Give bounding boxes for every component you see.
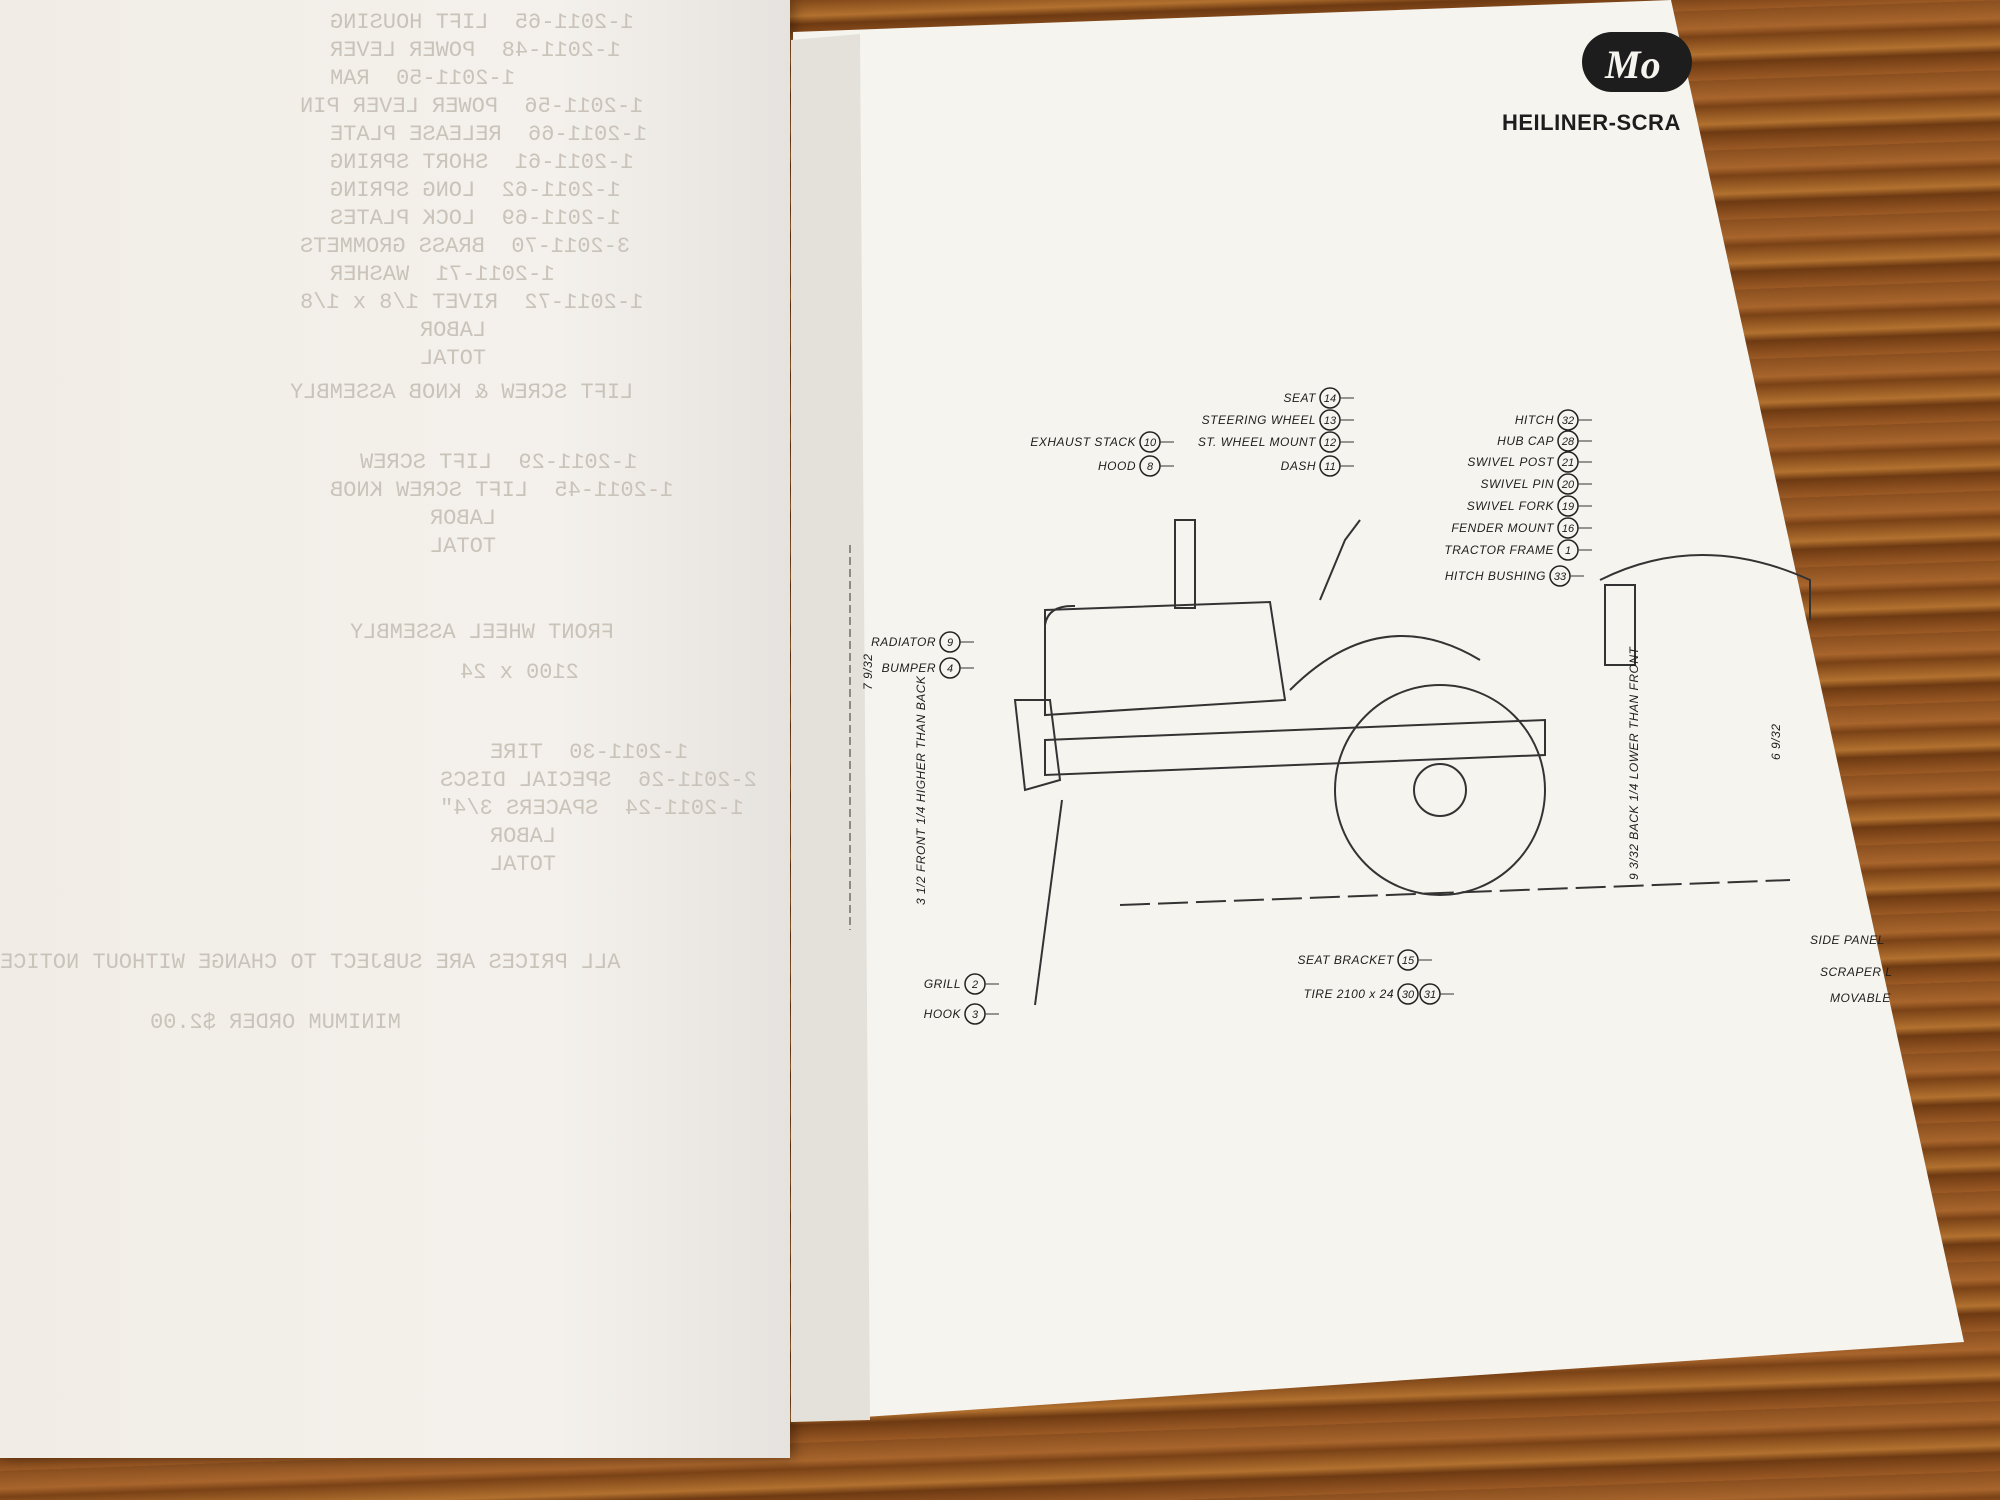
callout-number: 28 (1561, 436, 1575, 448)
callout: SWIVEL PIN 20 (1481, 473, 1592, 495)
svg-text:SIDE PANEL: SIDE PANEL (1810, 933, 1885, 947)
callout-label: RADIATOR (871, 635, 936, 649)
callout-number: 1 (1565, 545, 1571, 557)
callout-number: 15 (1402, 955, 1415, 967)
dimension-labels: 7 9/32 3 1/2 FRONT 1/4 HIGHER THAN BACK … (861, 645, 1783, 905)
callout-number: 31 (1424, 989, 1436, 1001)
callout-label: HOOK (924, 1007, 962, 1021)
callout-number: 30 (1402, 989, 1415, 1001)
callout-label: SWIVEL PIN (1481, 477, 1554, 491)
callout: TIRE 2100 x 24 30 31 (1304, 983, 1454, 1005)
right-page (791, 0, 1964, 1422)
dim-rear: 6 9/32 (1769, 724, 1783, 760)
callout-label: SWIVEL FORK (1467, 499, 1555, 513)
callout-number: 12 (1324, 437, 1336, 449)
callout-label: SEAT (1284, 391, 1318, 405)
callout-number: 3 (972, 1009, 979, 1021)
callout-number: 20 (1561, 479, 1575, 491)
callout-number: 32 (1562, 415, 1574, 427)
dim-front-note: 3 1/2 FRONT 1/4 HIGHER THAN BACK (914, 675, 928, 905)
callout-number: 4 (947, 663, 953, 675)
callout: HUB CAP 28 (1497, 430, 1592, 452)
callout-label: SWIVEL POST (1467, 455, 1555, 469)
callout: RADIATOR 9 (871, 631, 974, 653)
callout-number: 19 (1562, 501, 1574, 513)
callout: HOOK 3 (924, 1003, 999, 1025)
callout: SEAT BRACKET 15 (1298, 949, 1432, 971)
dim-back-note: 9 3/32 BACK 1/4 LOWER THAN FRONT (1627, 645, 1641, 880)
callout-label: ST. WHEEL MOUNT (1198, 435, 1317, 449)
callout: ST. WHEEL MOUNT 12 (1198, 431, 1354, 453)
page-title: HEILINER-SCRA (1502, 110, 1681, 135)
callout-number: 2 (971, 979, 978, 991)
callout: SWIVEL POST 21 (1467, 451, 1592, 473)
callout: DASH 11 (1281, 455, 1354, 477)
callout-label: FENDER MOUNT (1451, 521, 1555, 535)
callout: SEAT 14 (1284, 387, 1354, 409)
callout-number: 14 (1324, 393, 1336, 405)
callout-label: STEERING WHEEL (1202, 413, 1316, 427)
callout-number: 13 (1324, 415, 1337, 427)
callout-label: HOOD (1098, 459, 1136, 473)
callout: HOOD 8 (1098, 455, 1174, 477)
callout: HITCH 32 (1515, 409, 1592, 431)
callout: EXHAUST STACK 10 (1030, 431, 1174, 453)
callout-number: 21 (1561, 457, 1574, 469)
callout: HITCH BUSHING 33 (1445, 565, 1584, 587)
dim-front-height: 7 9/32 (861, 654, 875, 690)
callout-label: SEAT BRACKET (1298, 953, 1396, 967)
callout-label: HUB CAP (1497, 434, 1554, 448)
callout-number: 10 (1144, 437, 1157, 449)
callout-label: TIRE 2100 x 24 (1304, 987, 1394, 1001)
callout: GRILL 2 (924, 973, 999, 995)
callout-number: 9 (947, 637, 953, 649)
callout: FENDER MOUNT 16 (1451, 517, 1592, 539)
logo: Mo (1582, 32, 1692, 92)
svg-text:SCRAPER L: SCRAPER L (1820, 965, 1893, 979)
svg-text:Mo: Mo (1604, 42, 1661, 87)
callout-label: BUMPER (882, 661, 936, 675)
callout-number: 33 (1554, 571, 1567, 583)
callout: STEERING WHEEL 13 (1202, 409, 1354, 431)
callout-number: 11 (1324, 461, 1335, 473)
callout: SWIVEL FORK 19 (1467, 495, 1592, 517)
page-gutter-shadow (791, 34, 870, 1422)
svg-text:MOVABLE: MOVABLE (1830, 991, 1891, 1005)
callout-label: EXHAUST STACK (1030, 435, 1136, 449)
callout-label: TRACTOR FRAME (1444, 543, 1554, 557)
callout-label: HITCH BUSHING (1445, 569, 1546, 583)
right-edge-labels: SIDE PANEL SCRAPER L MOVABLE (1810, 933, 1893, 1005)
callout-label: HITCH (1515, 413, 1554, 427)
callout-number: 16 (1562, 523, 1575, 535)
tractor-drawing (849, 519, 1811, 1006)
callout: BUMPER 4 (882, 657, 974, 679)
callout: TRACTOR FRAME 1 (1444, 539, 1592, 561)
callout-label: GRILL (924, 977, 961, 991)
callout-number: 8 (1147, 461, 1154, 473)
callout-label: DASH (1281, 459, 1316, 473)
